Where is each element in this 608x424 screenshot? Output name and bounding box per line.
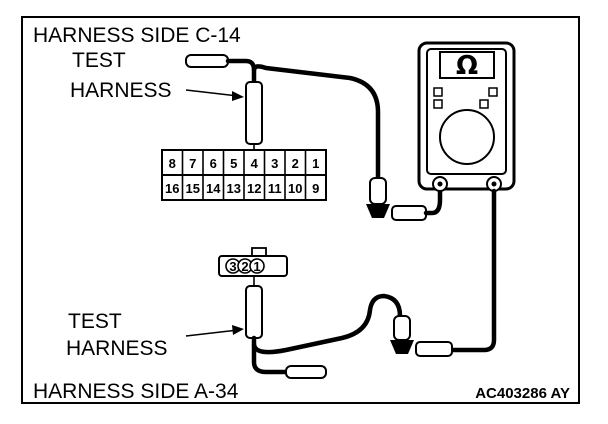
c14-pin-label: 12 [247,181,261,196]
bottom-clip [390,315,453,357]
c14-pin-label: 10 [288,181,302,196]
c14-pin-label: 4 [251,156,259,171]
test-harness-bottom-label-line2: HARNESS [66,337,168,360]
test-harness-bottom-label-line1: TEST [68,310,122,333]
c14-pin-label: 14 [206,181,221,196]
c14-pin-label: 9 [312,181,319,196]
c14-pin-label: 11 [268,181,282,196]
c14-pin-label: 16 [165,181,179,196]
bottom-test-wire-to-meter [251,293,403,355]
c14-pin-label: 15 [186,181,200,196]
test-harness-top-arrowhead [232,91,244,101]
meter-display [439,51,495,79]
test-harness-top-pointer [185,89,239,97]
figure-code: AC403286 AY [475,385,570,402]
test-harness-top-label-line2: HARNESS [70,79,172,102]
multimeter: Ω [417,41,516,192]
c14-pin-label: 7 [189,156,196,171]
meter-lead-right [449,188,497,353]
test-harness-top-label-line1: TEST [72,49,126,72]
harness-side-bottom-label: HARNESS SIDE A-34 [33,380,239,403]
meter-dial [439,109,495,165]
bottom-test-wire [251,335,289,375]
a34-pin [249,258,265,274]
c14-pin-label: 2 [292,156,299,171]
top-test-wire-to-meter [251,64,381,181]
c14-pin-label: 5 [230,156,237,171]
bottom-test-probe [245,285,263,339]
meter-lead-left [423,183,443,216]
a34-pin-label: 2 [241,259,248,274]
diagram-frame [21,16,580,404]
c14-pin-label: 1 [312,156,319,171]
c14-pin-label: 6 [210,156,217,171]
top-test-probe [245,81,263,145]
top-clip [366,177,427,221]
c14-pin-label: 8 [169,156,176,171]
top-probe-tip [185,54,229,68]
c14-pin-label: 13 [227,181,241,196]
ohm-symbol: Ω [456,51,478,81]
a34-pin-label: 1 [253,259,260,274]
bottom-probe-tip [285,365,327,379]
c14-pin-label: 3 [271,156,278,171]
test-harness-bottom-pointer [185,329,239,337]
harness-side-top-label: HARNESS SIDE C-14 [33,24,241,47]
a34-pin-label: 3 [229,259,236,274]
test-harness-bottom-arrowhead [232,325,244,335]
top-test-wire [225,58,257,87]
